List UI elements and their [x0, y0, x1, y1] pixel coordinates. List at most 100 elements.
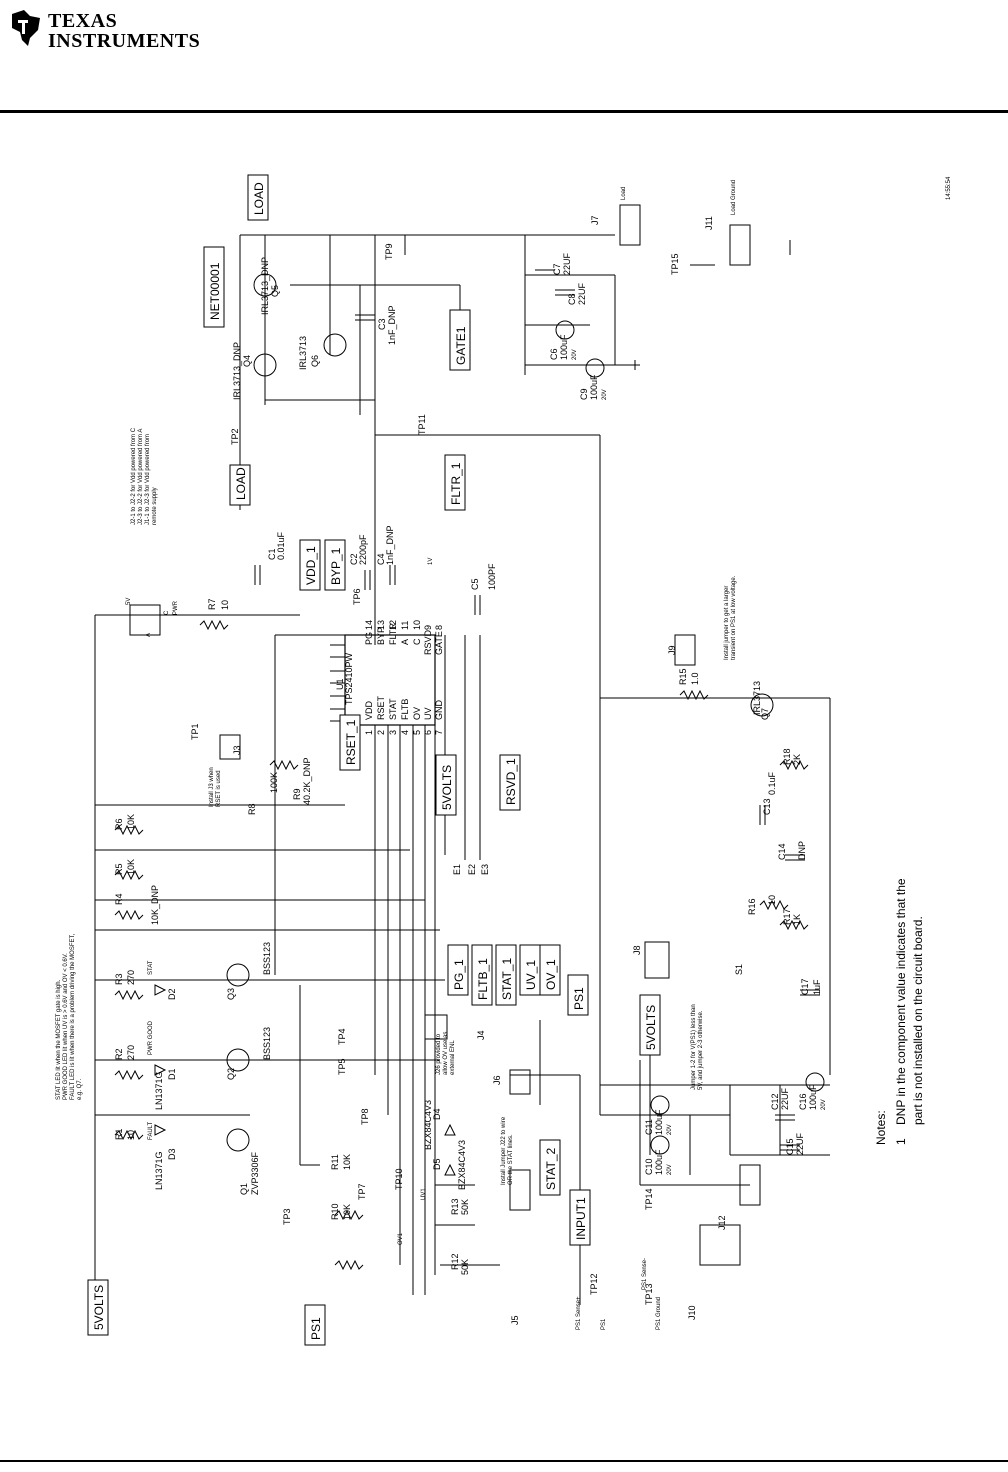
net-flag-ov1: OV_1 [544, 959, 558, 990]
ic-pin-2-num: 2 [376, 730, 386, 735]
q6-ref: Q6 [310, 355, 320, 367]
tp2-label: TP2 [230, 428, 240, 445]
net-flag-input1: INPUT1 [574, 1197, 588, 1240]
notes-heading: Notes: [874, 1110, 888, 1145]
q5-ref: Q5 [270, 285, 280, 297]
d4-ref: D4 [432, 1108, 442, 1120]
ic-pin-11-num: 11 [400, 621, 410, 630]
j7-ref: J7 [590, 215, 600, 225]
j2-note-line2: J2-3 to J2-2 for Vdd powered from A [138, 429, 144, 525]
tp8-label: TP8 [360, 1108, 370, 1125]
r11-value: 10K [342, 1154, 352, 1170]
ps1-sense-minus-label: PS1 Sense- [642, 1258, 648, 1290]
c5-ref: C5 [470, 578, 480, 590]
tp14-label: TP14 [644, 1188, 654, 1210]
j3-note-line2: RSET is used [216, 770, 222, 807]
c9-ref: C9 [579, 388, 589, 400]
ic-pin-3-num: 3 [388, 730, 398, 735]
r13-value: 50K [460, 1199, 470, 1215]
ic-pin-6-name: UV [423, 707, 433, 720]
j7-label: Load [621, 187, 627, 200]
tp15-label: TP15 [670, 253, 680, 275]
ic-pin-12-num: 12 [388, 620, 398, 630]
ic-pin-14-num: 14 [364, 620, 374, 630]
ic-pin-6-num: 6 [423, 730, 433, 735]
r4-value: 10K_DNP [150, 885, 160, 925]
tp10-label: TP10 [394, 1168, 404, 1190]
j2-note-line3: J1-1 to J2-3 for Vdd powered from [145, 434, 151, 525]
r10-ref: R10 [330, 1203, 340, 1220]
c14-ref: C14 [777, 843, 787, 860]
header-rule [0, 110, 1008, 113]
r9-ref: R9 [292, 788, 302, 800]
tp4-label: TP4 [337, 1028, 347, 1045]
ic-pin-5-name: OV [412, 707, 422, 720]
r5-value: 10K [126, 859, 136, 875]
e3-label: E3 [480, 864, 490, 875]
ic-pin-11-name: A [400, 639, 410, 645]
q5-value: IRL3713_DNP [260, 257, 270, 315]
ic-pin-12-name: FLTR [388, 623, 398, 645]
j8-note-line2: 5V, and jumper 2-3 otherwise. [698, 1010, 704, 1090]
ps1-label: PS1 [601, 1318, 607, 1330]
c8-ref: C8 [567, 293, 577, 305]
net-flag-vdd1: VDD_1 [304, 546, 318, 585]
notes-item-number: 1 [894, 1138, 908, 1145]
r3-ref: R3 [114, 973, 124, 985]
led-note-line4: e.g. Q7. [77, 1078, 83, 1100]
e2-label: E2 [467, 864, 477, 875]
ic-pin-7-name: GND [434, 700, 444, 721]
notes-line1: DNP in the component value indicates tha… [894, 878, 908, 1125]
s1-ref: S1 [734, 964, 744, 975]
r7-ref: R7 [207, 598, 217, 610]
led-note-line1: STAT LED lit when the MOSFET gate is hig… [56, 979, 62, 1100]
c8-value: 22UF [577, 282, 587, 305]
d3-ref: D3 [167, 1148, 177, 1160]
ps1-sense-plus-label: PS1 Sense+ [576, 1296, 582, 1330]
ic-pin-14-name: PG [364, 632, 374, 645]
ti-logo: TEXAS INSTRUMENTS [8, 8, 208, 52]
j6-note-line1: Install Jumper J22 to wire [501, 1116, 507, 1185]
r6-ref: R6 [114, 818, 124, 830]
ic-pin-10-num: 10 [412, 620, 422, 630]
c15-value: 22UF [795, 1132, 805, 1155]
net-flag-load-mid: LOAD [234, 467, 248, 500]
net-flag-5volts-left: 5VOLTS [92, 1285, 106, 1330]
j2-a-label: A [146, 633, 152, 637]
q1-value: ZVP3306F [250, 1151, 260, 1195]
ti-state-icon [12, 10, 40, 46]
d1-ref: D1 [167, 1068, 177, 1080]
j4-note-line1: J26 provided to [436, 1033, 442, 1075]
net-flag-byp1: BYP_1 [329, 547, 343, 585]
net-flag-rset1: RSET_1 [344, 719, 358, 765]
net-flag-fltr1: FLTR_1 [449, 462, 463, 505]
c6-rating: 20V [572, 349, 578, 360]
r18-value: 2K [792, 754, 802, 765]
c6-value: 100uF [559, 334, 569, 360]
c2-value: 2200pF [358, 534, 368, 565]
j4-note-line2: allow OV use as [443, 1032, 449, 1075]
tp6-label: TP6 [352, 588, 362, 605]
c15-ref: C15 [785, 1138, 795, 1155]
tp9-label: TP9 [384, 243, 394, 260]
c10-value: 100uF [654, 1149, 664, 1175]
q4-value: IRL3713_DNP [232, 342, 242, 400]
ic-ref: U1 [335, 678, 345, 690]
q2-ref: Q2 [226, 1068, 236, 1080]
led-note-line3: FAULT LED is lit when there is a problem… [70, 933, 76, 1100]
tp7-label: TP7 [357, 1183, 367, 1200]
led-note-line2: PWR GOOD LED lit when UV is > 0.6V and O… [63, 953, 69, 1100]
j8-note-line1: Jumper 1-2 for V(PS1) less than [691, 1004, 697, 1090]
j6-ref: J6 [492, 1075, 502, 1085]
r7-value: 10 [220, 600, 230, 610]
r16-value: 10 [767, 895, 777, 905]
d2-ref: D2 [167, 988, 177, 1000]
c9-value: 100uF [589, 374, 599, 400]
footer-rule [0, 1460, 1008, 1462]
d3-value: LN1371G [154, 1151, 164, 1190]
ic-part: TPS2410PW [344, 652, 354, 705]
c9-rating: 20V [602, 389, 608, 400]
q2-value: BSS123 [262, 1027, 272, 1060]
j2-note-line4: remote supply [152, 487, 158, 525]
c3-value: 1nF_DNP [387, 305, 397, 345]
